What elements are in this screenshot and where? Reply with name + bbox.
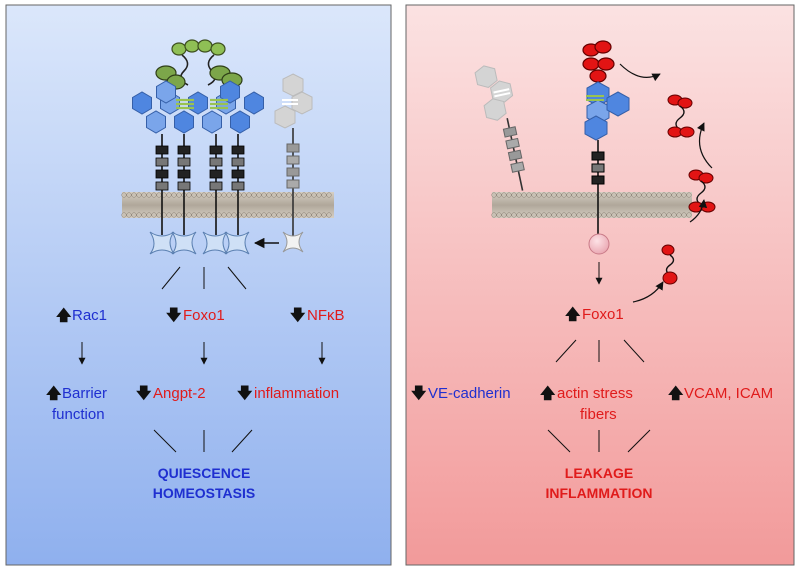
right-membrane-lipids	[491, 192, 692, 218]
barrier-function-label-line1: Barrier	[62, 385, 107, 402]
arrow-up-icon: 🡅	[56, 307, 72, 324]
arrow-down-icon: 🡇	[166, 307, 182, 324]
arrow-up-icon: 🡅	[565, 306, 581, 323]
arrow-down-icon: 🡇	[237, 385, 253, 402]
arrow-down-icon: 🡇	[411, 385, 427, 402]
arrow-down-icon: 🡇	[136, 385, 152, 402]
left-membrane-lipids	[121, 192, 332, 218]
arrow-up-icon: 🡅	[540, 385, 556, 402]
right-cell-membrane	[491, 192, 692, 218]
right-foxo1-label: Foxo1	[582, 306, 624, 323]
left-panel-background	[5, 4, 392, 566]
arrow-up-icon: 🡅	[46, 385, 62, 402]
actin-stress-fibers-label-line2: fibers	[580, 406, 617, 423]
inflammation-label: inflammation	[254, 385, 339, 402]
arrow-up-icon: 🡅	[668, 385, 684, 402]
actin-stress-fibers-label-line1: actin stress	[557, 385, 633, 402]
tie1-receptor-right	[474, 65, 525, 191]
rac1-label: Rac1	[72, 307, 107, 324]
angpt2-ligand-trafficking	[619, 63, 716, 303]
leakage-label: LEAKAGE	[565, 465, 633, 481]
barrier-function-label-line2: function	[52, 406, 105, 423]
left-cell-membrane	[121, 192, 334, 218]
nfkb-label: NFκB	[307, 307, 345, 324]
quiescence-label: QUIESCENCE	[158, 465, 251, 481]
tie2-receptor-right	[582, 40, 630, 255]
left-foxo1-label: Foxo1	[183, 307, 225, 324]
ve-cadherin-label: VE-cadherin	[428, 385, 511, 402]
ve-ptp-complex-left	[149, 231, 250, 255]
vcam-icam-label: VCAM, ICAM	[684, 385, 773, 402]
left-panel: 🡅 Rac1 🡇 Foxo1 🡇 NFκB 🡅 Barrier function…	[5, 4, 392, 566]
angpt2-label: Angpt-2	[153, 385, 206, 402]
tie1-receptor-left	[274, 73, 313, 253]
inflammation-outcome-label: INFLAMMATION	[545, 485, 652, 501]
homeostasis-label: HOMEOSTASIS	[153, 485, 255, 501]
arrow-down-icon: 🡇	[290, 307, 306, 324]
right-panel: 🡅 Foxo1 🡇 VE-cadherin 🡅 actin stress fib…	[405, 4, 795, 566]
tie2-receptors-left	[132, 80, 264, 235]
